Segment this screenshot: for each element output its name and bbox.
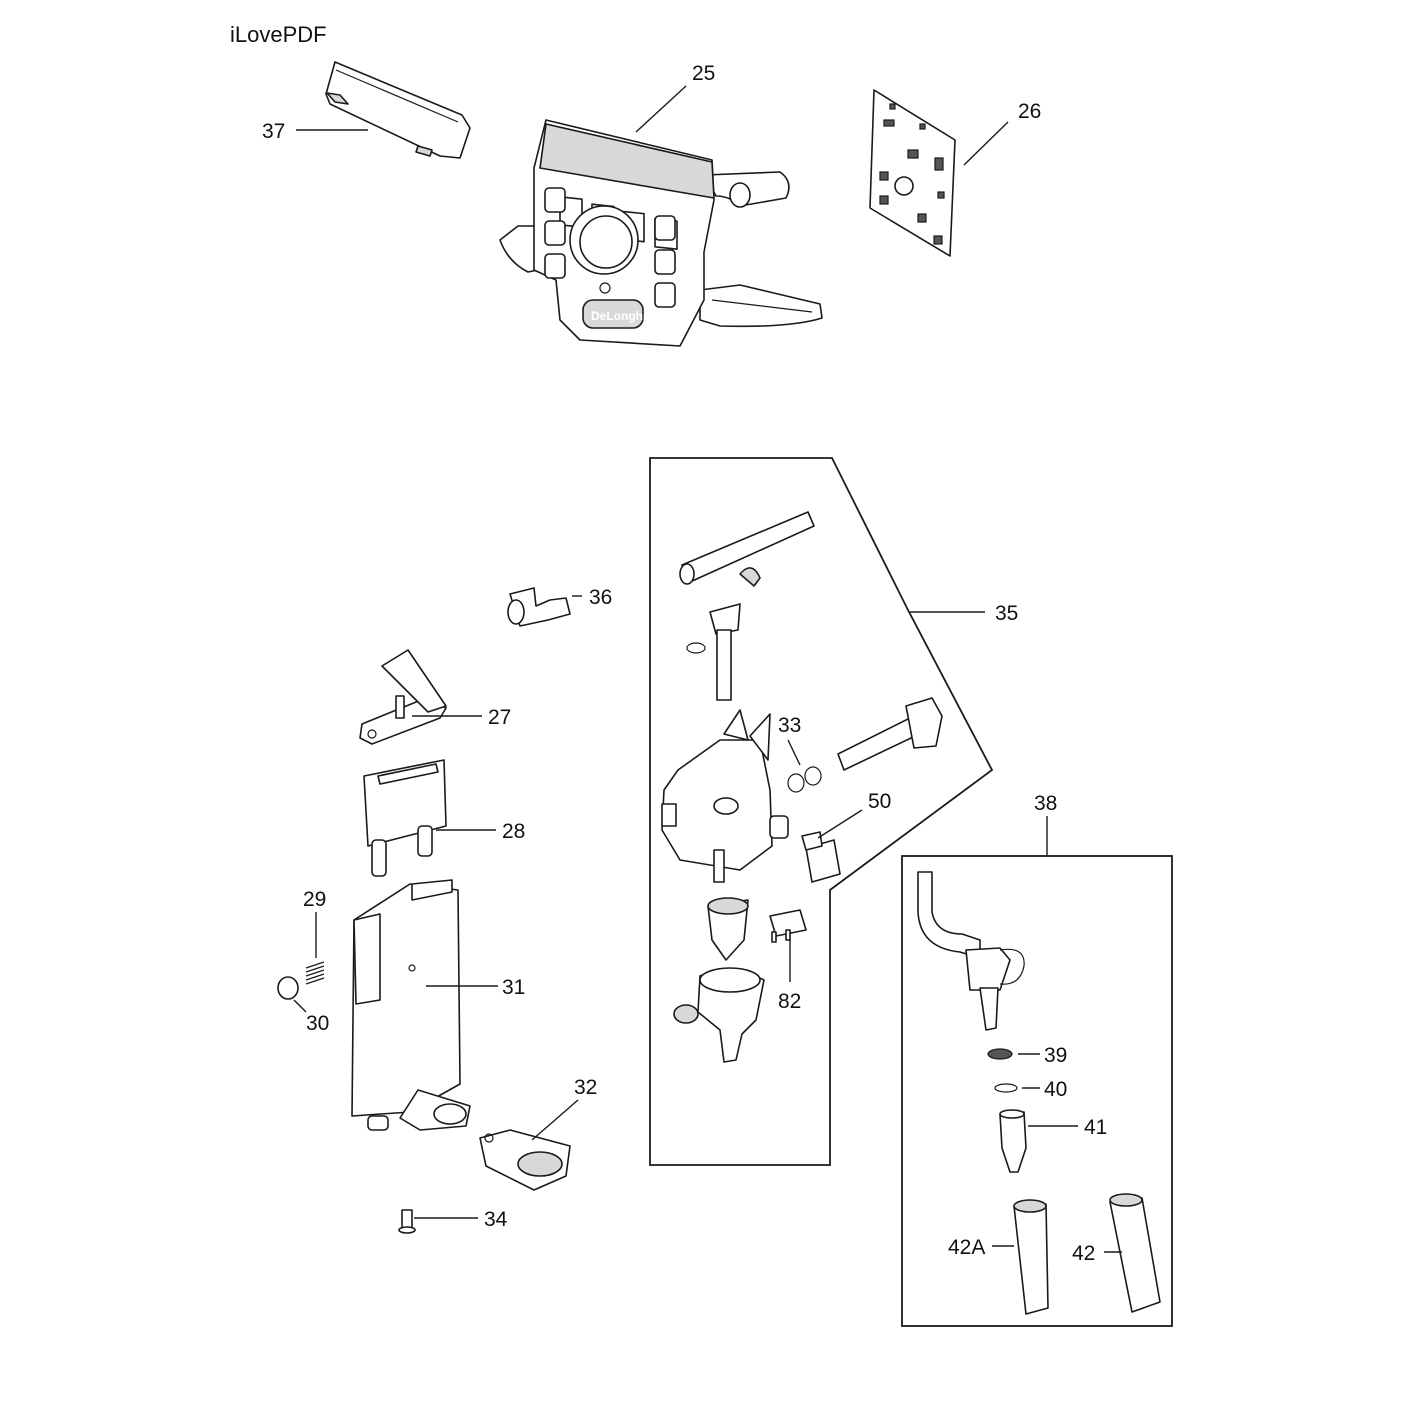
callout-42: 42 <box>1072 1242 1095 1265</box>
callout-27: 27 <box>488 706 511 729</box>
callout-31: 31 <box>502 976 525 999</box>
group-35-frame <box>649 457 994 1166</box>
part-34-screw <box>398 1209 416 1234</box>
leader-32 <box>531 1099 579 1141</box>
callout-29: 29 <box>303 888 326 911</box>
part-40-oring <box>994 1083 1018 1093</box>
leader-33 <box>787 739 801 766</box>
group-38-frame <box>901 855 1173 1327</box>
callout-50: 50 <box>868 790 891 813</box>
callout-40: 40 <box>1044 1078 1067 1101</box>
callout-36: 36 <box>589 586 612 609</box>
part-42a-sleeve <box>1013 1199 1049 1315</box>
part-32-drip-plate <box>479 1129 571 1191</box>
part-38-steam-pipe <box>917 871 1025 1031</box>
callout-38: 38 <box>1034 792 1057 815</box>
part-35-cam-lever <box>837 697 943 771</box>
callout-37: 37 <box>262 120 285 143</box>
brand-logo: DeLonghi <box>591 309 646 323</box>
leader-30 <box>293 999 307 1013</box>
part-35-infuser-body <box>661 709 789 883</box>
part-35-upper-nozzle <box>707 897 749 961</box>
callout-35: 35 <box>995 602 1018 625</box>
part-25-control-panel <box>499 119 823 347</box>
callout-39: 39 <box>1044 1044 1067 1067</box>
callout-25: 25 <box>692 62 715 85</box>
part-35-drive-shaft <box>679 511 815 587</box>
part-35-gear-pin <box>686 603 741 701</box>
part-37-trim-cover <box>325 61 471 159</box>
part-82-microswitch <box>769 909 807 943</box>
part-50-clip <box>801 831 841 883</box>
callout-82: 82 <box>778 990 801 1013</box>
leader-26 <box>963 121 1009 166</box>
callout-28: 28 <box>502 820 525 843</box>
part-35-lower-nozzle <box>673 967 765 1063</box>
leader-25 <box>635 85 687 133</box>
part-42-sleeve <box>1109 1193 1161 1313</box>
part-27-bracket <box>359 649 447 745</box>
callout-32: 32 <box>574 1076 597 1099</box>
part-36-lever-pin <box>507 587 571 627</box>
part-31-chute-body <box>351 879 471 1131</box>
callout-41: 41 <box>1084 1116 1107 1139</box>
part-26-circuit-board <box>869 89 956 257</box>
callout-34: 34 <box>484 1208 508 1231</box>
part-29-spring <box>305 961 325 985</box>
part-28-funnel <box>363 759 447 877</box>
part-33-washers <box>787 766 822 793</box>
part-41-nozzle-tip <box>999 1109 1027 1173</box>
callout-33: 33 <box>778 714 801 737</box>
callout-42a: 42A <box>948 1236 985 1259</box>
leader-50 <box>817 809 863 839</box>
callout-26: 26 <box>1018 100 1041 123</box>
watermark-text: iLovePDF <box>230 22 327 47</box>
callout-30: 30 <box>306 1012 329 1035</box>
part-39-seal <box>987 1048 1013 1060</box>
part-30-cap <box>277 976 299 1000</box>
